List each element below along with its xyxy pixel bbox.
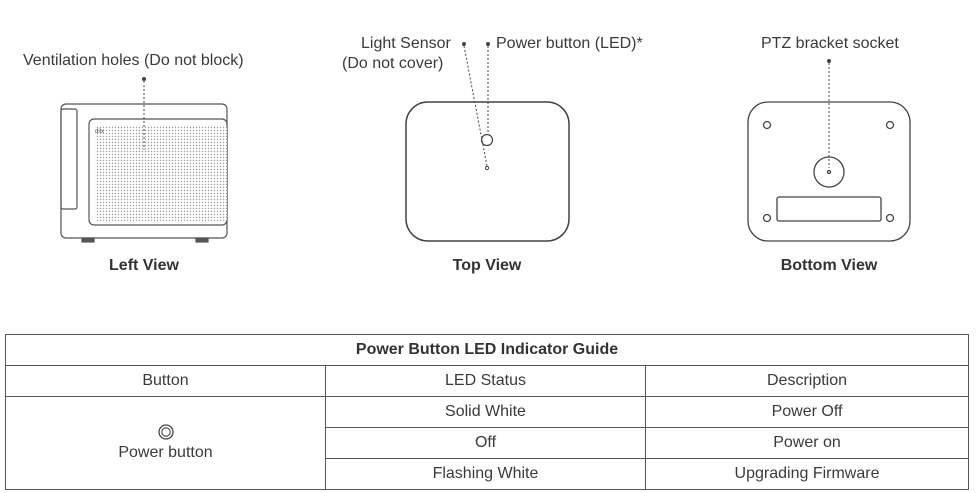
ventilation-holes-label: Ventilation holes (Do not block) [23,52,244,69]
header-description: Description [644,365,970,397]
table-title: Power Button LED Indicator Guide [4,334,970,366]
table-row: Off Power on [6,427,970,459]
bottom-view-device [747,101,911,242]
power-button-icon [157,424,174,440]
left-view-brand-mark: dilx [95,129,104,135]
left-view-device [60,103,228,243]
led-status-cell: Off [325,427,646,459]
description-cell: Power Off [644,396,970,428]
table-row: Flashing White Upgrading Firmware [6,458,970,490]
light-sensor [484,165,490,171]
table-header-row: Button LED Status Description [5,365,970,397]
left-view-title: Left View [109,257,179,274]
power-button-text: Power button [118,444,213,461]
led-status-cell: Flashing White [325,458,646,490]
led-status-cell: Solid White [325,396,646,428]
ptz-bracket-socket-label: PTZ bracket socket [761,35,899,52]
header-button: Button [5,365,326,397]
left-view-callout-line [142,77,146,150]
header-led-status: LED Status [325,365,646,397]
top-view-title: Top View [452,257,522,274]
power-button-led [480,133,494,147]
top-view-callout-lines [462,42,490,167]
table-row: Power button Solid White Power Off [5,396,970,490]
description-cell: Power on [644,427,970,459]
bottom-view-callout-line [827,59,831,168]
light-sensor-note: (Do not cover) [342,55,444,72]
power-button-label: Power button (LED)* [496,35,643,52]
device-diagrams: dilx [60,42,911,243]
power-button-cell: Power button [5,396,326,490]
light-sensor-label: Light Sensor [361,35,451,52]
led-indicator-table: Power Button LED Indicator Guide Button … [4,334,970,490]
description-cell: Upgrading Firmware [644,458,970,490]
bottom-view-title: Bottom View [780,257,878,274]
